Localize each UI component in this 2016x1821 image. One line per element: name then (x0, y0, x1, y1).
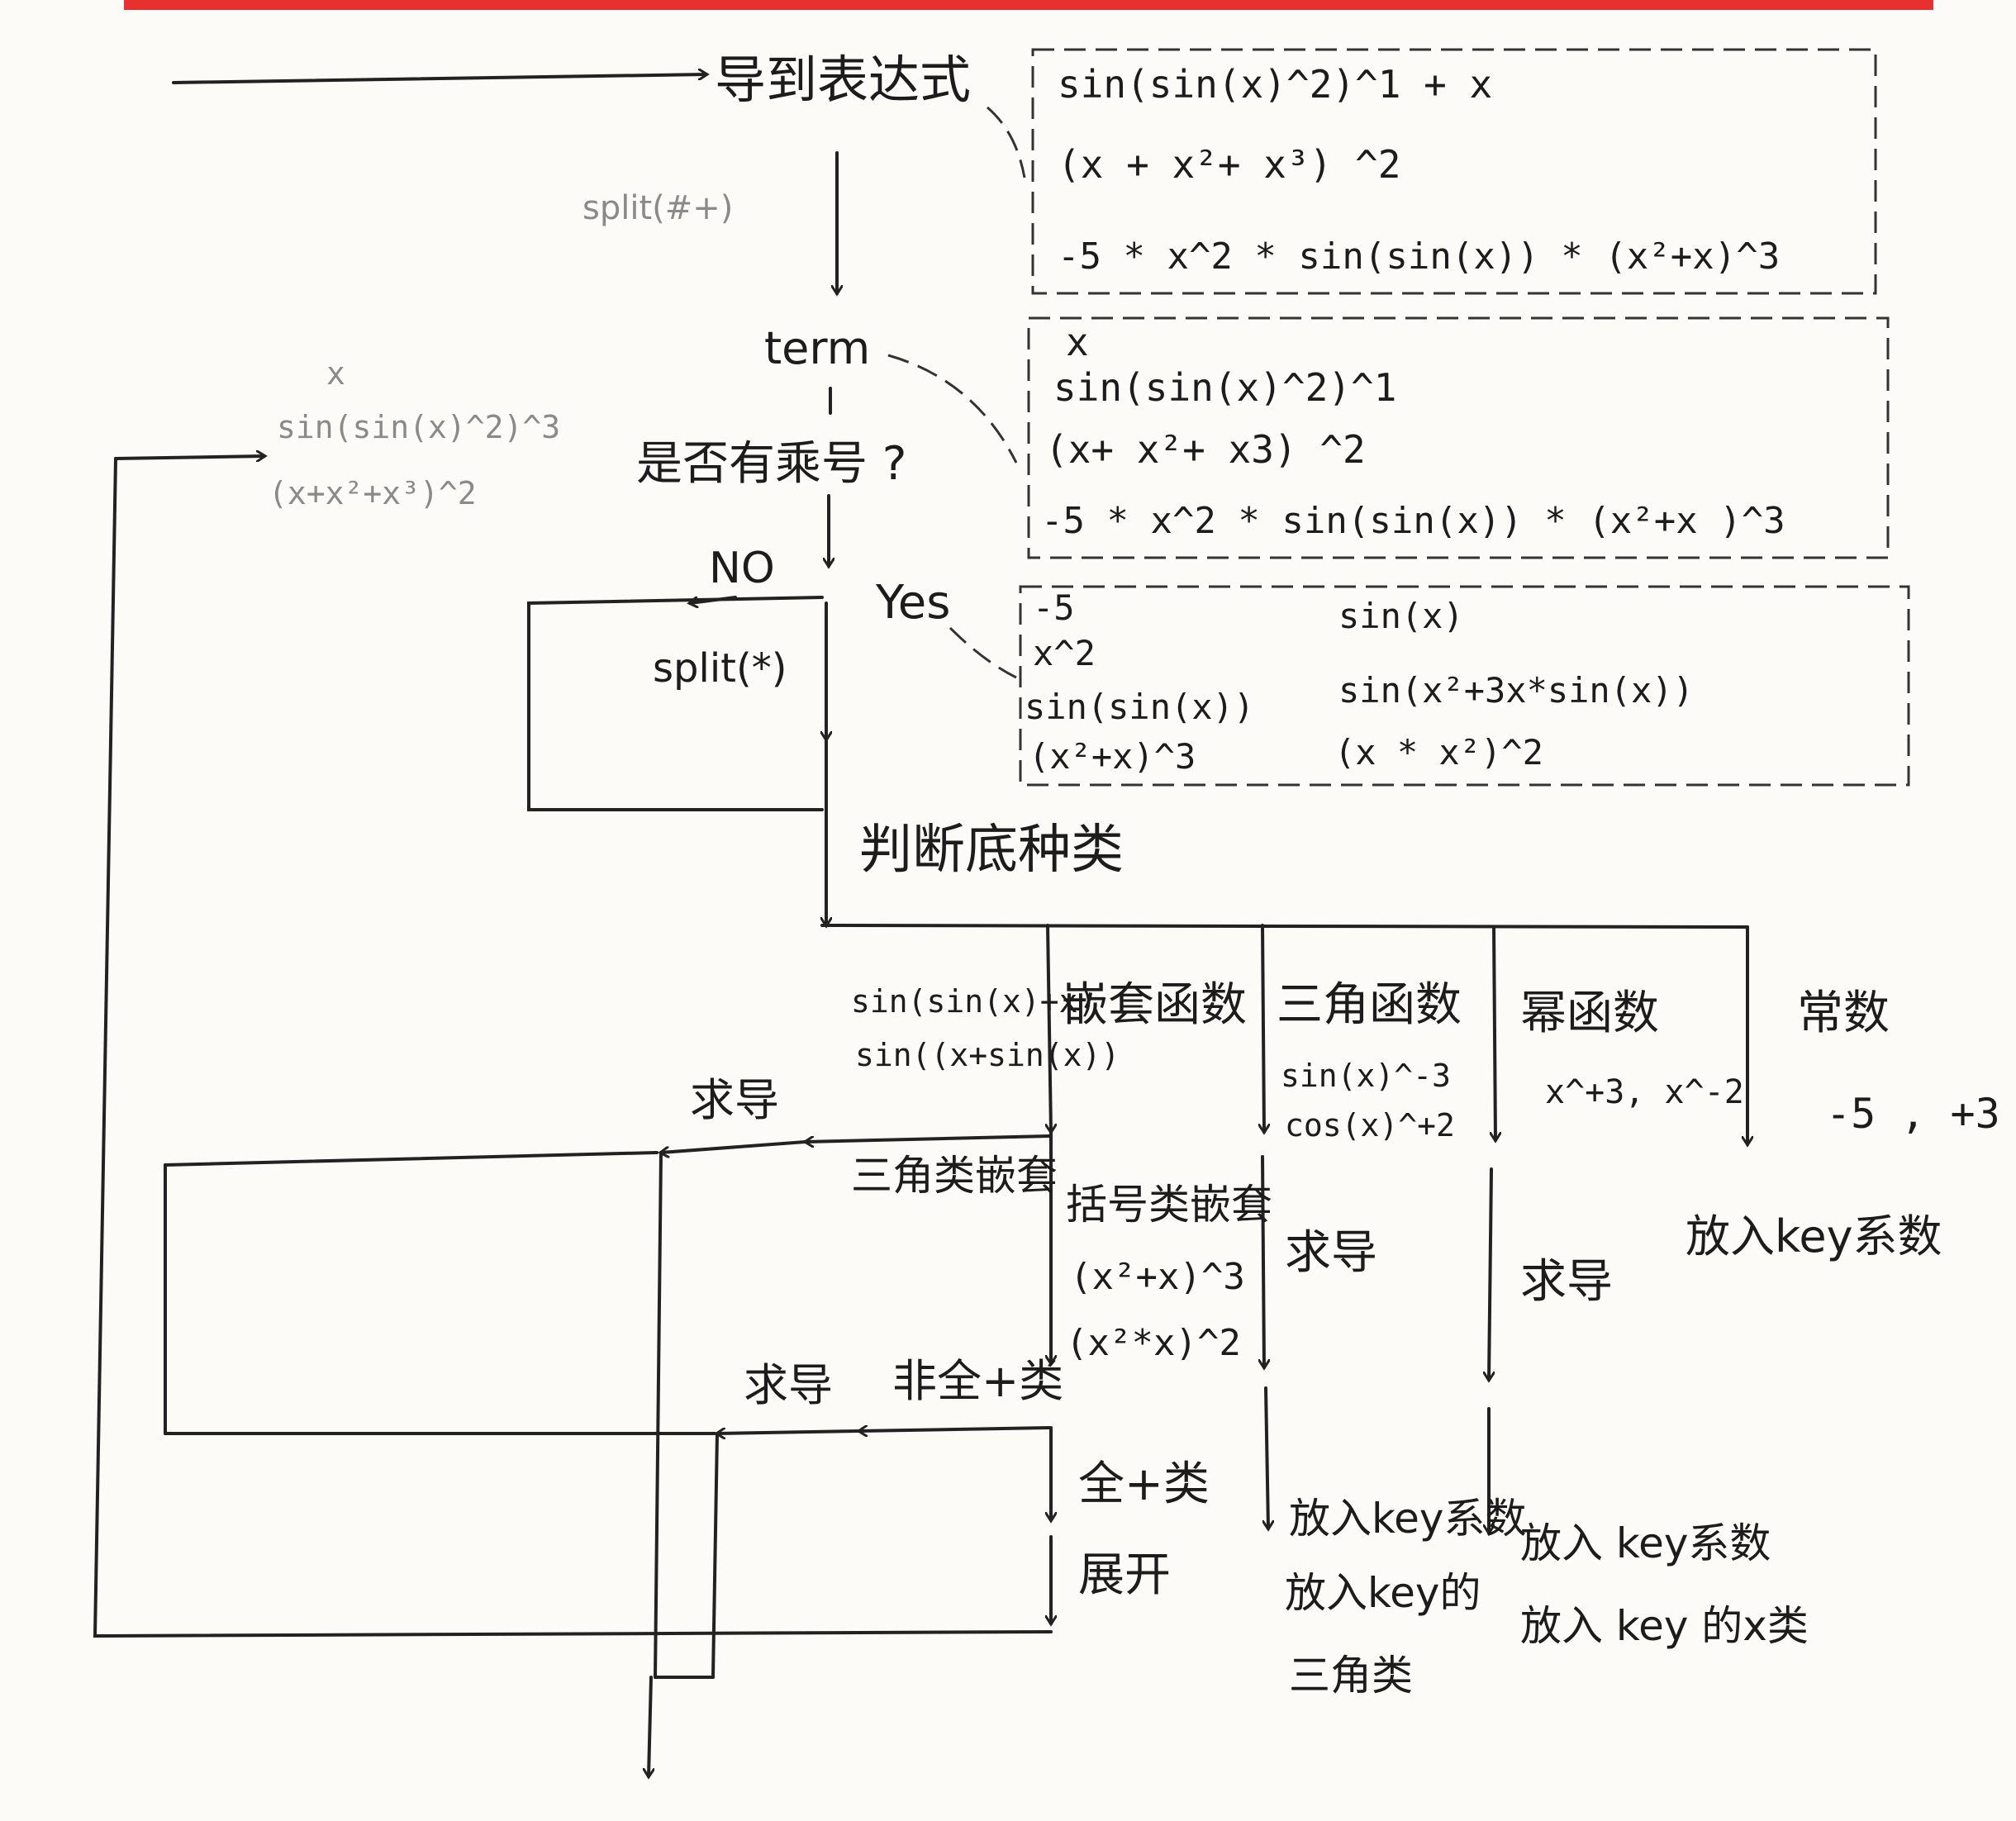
expr-line-3: -5 * x^2 * sin(sin(x)) * (x²+x)^3 (1058, 235, 1780, 278)
gray-term-3: (x+x²+x³)^2 (269, 475, 477, 511)
derive1-arrow (661, 1140, 807, 1153)
trig-example-1: sin(x)^-3 (1281, 1058, 1451, 1094)
trig-nested-label: 三角类嵌套 (851, 1152, 1058, 1200)
trig-nested-arrow (806, 1134, 1051, 1142)
factor-left-4: (x²+x)^3 (1029, 736, 1196, 777)
page-red-edge (124, 0, 1933, 10)
output-arrow (649, 1676, 651, 1776)
yes-label: Yes (875, 576, 950, 630)
category-nested-title: 嵌套函数 (1062, 978, 1247, 1032)
category-power-title: 幂函数 (1520, 987, 1659, 1040)
derive1-down (654, 1151, 663, 1679)
power-put-2: 放入 key 的x类 (1520, 1602, 1809, 1650)
derive-label-2: 求导 (744, 1359, 833, 1411)
non-plus-label: 非全+类 (892, 1355, 1063, 1407)
outer-loop-arrow (114, 456, 264, 459)
term-line-1: x (1066, 320, 1089, 364)
factor-right-1: sin(x) (1338, 596, 1464, 636)
nested-branch (1048, 924, 1051, 1132)
trig-to-derive (1262, 1155, 1264, 1367)
factor-right-3: (x * x²)^2 (1334, 732, 1543, 773)
derive-label-1: 求导 (690, 1074, 779, 1126)
factor-left-2: x^2 (1033, 633, 1096, 673)
factor-sample-box (1019, 585, 1910, 787)
term-sample-box (1027, 316, 1890, 559)
expr-line-1: sin(sin(x)^2)^1 + x (1058, 62, 1492, 107)
trig-put-2: 放入key的 (1285, 1569, 1481, 1617)
non-plus-arrow (859, 1428, 1051, 1431)
power-examples: x^+3, x^-2 (1545, 1073, 1744, 1111)
derive2-down (711, 1432, 719, 1679)
start-label: 导到表达式 (715, 50, 971, 110)
feedback-1 (164, 1151, 659, 1167)
question-label: 是否有乘号 ? (636, 437, 907, 491)
category-const-title: 常数 (1797, 987, 1890, 1040)
expression-sample-box (1031, 48, 1877, 295)
no-arrow (690, 596, 737, 603)
derive2-arrow (717, 1431, 861, 1434)
const-examples: -5 , +3 (1826, 1090, 2000, 1138)
no-loop-box (527, 596, 824, 811)
power-branch (1494, 925, 1495, 1140)
split-plus-label: split(#+) (582, 189, 733, 227)
no-label: NO (709, 544, 775, 593)
trig-put-1: 放入key系数 (1289, 1495, 1527, 1543)
trig-put-3: 三角类 (1289, 1652, 1413, 1700)
paren-example-1: (x²+x)^3 (1070, 1256, 1245, 1298)
judge-label: 判断底种类 (859, 820, 1124, 881)
gray-term-2: sin(sin(x)^2)^3 (277, 409, 560, 445)
trig-derive-label: 求导 (1285, 1226, 1377, 1280)
trig-branch (1262, 924, 1264, 1132)
paren-example-2: (x²*x)^2 (1066, 1322, 1241, 1364)
all-plus-label: 全+类 (1078, 1457, 1210, 1511)
power-to-derive (1489, 1167, 1491, 1380)
trig-to-put (1266, 1386, 1268, 1529)
factor-left-1: -5 (1033, 587, 1075, 628)
gray-term-1: x (326, 355, 345, 392)
input-arrow (172, 74, 706, 84)
term-line-3: (x+ x²+ x3) ^2 (1045, 427, 1366, 472)
power-derive-label: 求导 (1520, 1255, 1613, 1309)
expr-box-link (987, 106, 1026, 178)
outer-loop (93, 457, 1053, 1638)
power-put-1: 放入 key系数 (1520, 1519, 1771, 1567)
expand-label: 展开 (1078, 1548, 1171, 1602)
expr-line-2: (x + x²+ x³) ^2 (1058, 142, 1400, 187)
factor-box-link (949, 626, 1017, 679)
trig-example-2: cos(x)^+2 (1285, 1107, 1455, 1143)
factor-left-3: sin(sin(x)) (1025, 687, 1254, 727)
nested-example-1: sin(sin(x)+x) (851, 983, 1096, 1020)
term-line-2: sin(sin(x)^2)^1 (1053, 365, 1396, 410)
factor-right-2: sin(x²+3x*sin(x)) (1338, 670, 1694, 711)
nested-example-2: sin((x+sin(x)) (855, 1037, 1120, 1073)
category-bus (820, 924, 1749, 929)
const-put: 放入key系数 (1686, 1210, 1942, 1262)
paren-nested-label: 括号类嵌套 (1066, 1181, 1272, 1229)
term-line-4: -5 * x^2 * sin(sin(x)) * (x²+x )^3 (1041, 500, 1785, 542)
category-trig-title: 三角函数 (1277, 978, 1462, 1032)
term-label: term (764, 322, 870, 374)
term-box-link (887, 354, 1018, 464)
split-mul-label: split(*) (653, 645, 787, 692)
